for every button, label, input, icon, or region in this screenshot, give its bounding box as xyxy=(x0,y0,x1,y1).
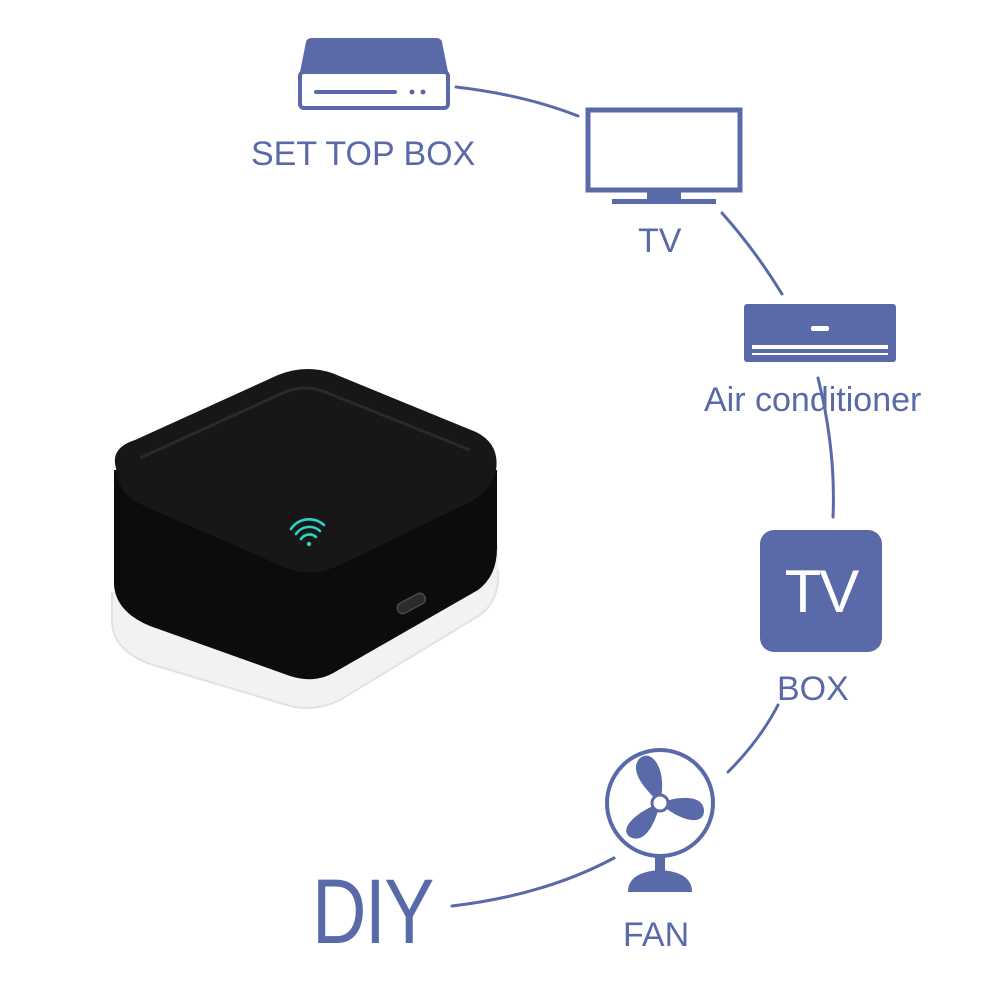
tv-box-icon xyxy=(760,530,882,652)
tv-label: TV xyxy=(638,222,682,260)
air-conditioner-label: Air conditioner xyxy=(704,381,922,419)
usb-port xyxy=(396,592,427,615)
set-top-box-icon xyxy=(298,38,450,110)
connector-fan-diy xyxy=(450,856,616,908)
air-conditioner-icon xyxy=(744,304,896,362)
diy-label: DIY xyxy=(312,861,434,963)
fan-icon xyxy=(605,748,715,892)
set-top-box-label: SET TOP BOX xyxy=(251,135,476,173)
connector-lines xyxy=(450,85,835,908)
connector-stb-tv xyxy=(454,85,580,118)
connector-ac-tvbox xyxy=(816,376,835,519)
connector-tvbox-fan xyxy=(726,703,780,774)
ir-hub-device xyxy=(111,368,500,709)
connector-tv-ac xyxy=(720,211,784,296)
wifi-icon xyxy=(289,518,326,547)
tv-box-icon-text: TV xyxy=(784,557,860,625)
fan-label: FAN xyxy=(623,916,690,954)
tv-monitor-icon xyxy=(585,107,743,204)
tv-box-label: BOX xyxy=(777,670,849,708)
